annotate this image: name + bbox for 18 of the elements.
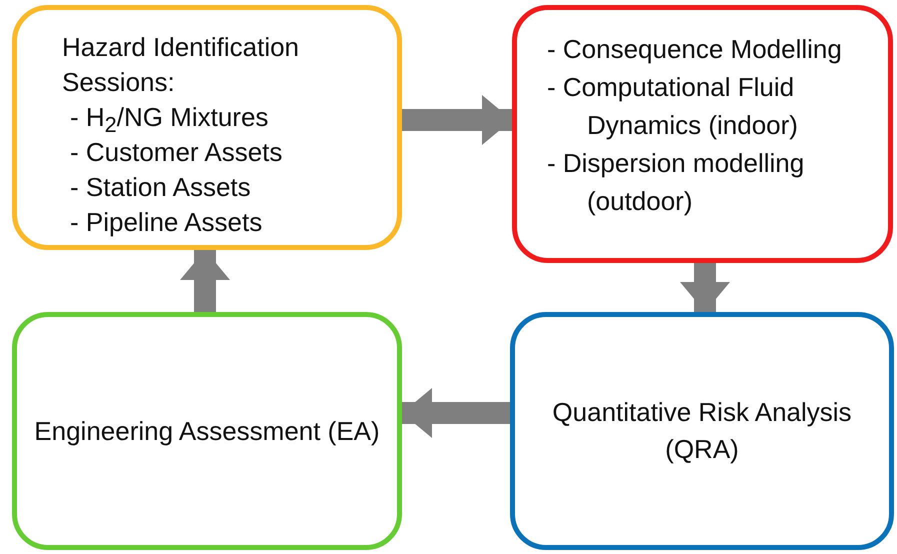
box-heading: Hazard Identification Sessions:	[62, 31, 300, 99]
arrow	[402, 388, 510, 438]
list-item: - Station Assets	[70, 171, 252, 204]
list-item: - H$_{2}$/NG Mixtures	[70, 101, 270, 135]
arrow	[402, 95, 512, 145]
process-box	[512, 5, 893, 263]
list-item: - Consequence Modelling	[547, 33, 843, 66]
box-title: Quantitative Risk Analysis (QRA)	[551, 396, 853, 466]
list-item: - Customer Assets	[70, 136, 284, 169]
box-title: Engineering Assessment (EA)	[34, 414, 380, 448]
list-item: - Computational Fluid Dynamics (indoor)	[547, 71, 799, 142]
list-item: - Pipeline Assets	[70, 206, 264, 239]
arrow	[180, 250, 230, 312]
process-box	[12, 5, 402, 250]
process-box	[510, 312, 894, 550]
arrow	[680, 263, 730, 312]
process-box	[12, 312, 402, 550]
list-item: - Dispersion modelling (outdoor)	[547, 147, 806, 218]
